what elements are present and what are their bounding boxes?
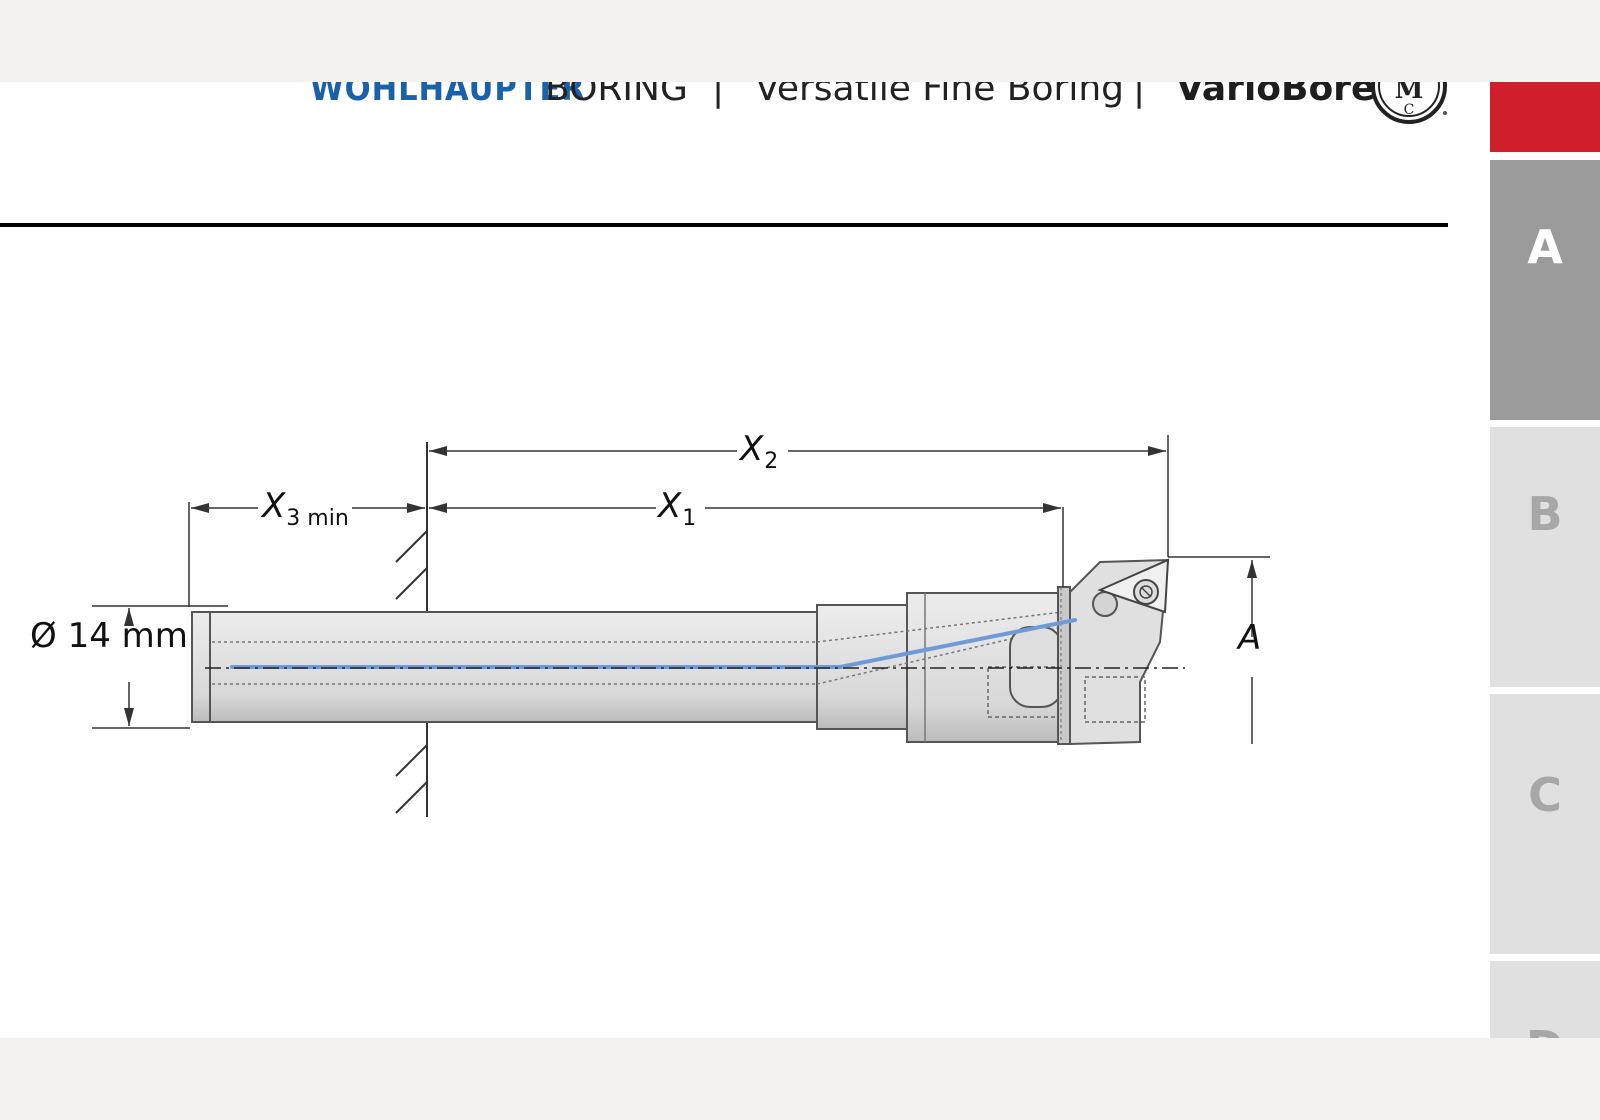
svg-text:M: M — [1395, 82, 1424, 105]
header-rule — [0, 223, 1448, 227]
boring-bar-drawing — [92, 435, 1270, 817]
page-header: WOHLHAUPTER BORING | Versatile Fine Bori… — [0, 82, 1480, 152]
tab-c-label: C — [1528, 768, 1562, 822]
dimension-lines — [124, 446, 1257, 744]
dimension-x2-subscript: 2 — [764, 449, 779, 474]
chapter-tabs: A B C D — [1490, 82, 1600, 1038]
tab-b[interactable]: B — [1490, 427, 1600, 687]
dimension-x3-subscript: 3 min — [286, 506, 349, 531]
section-title: BORING — [545, 82, 688, 109]
mcf-logo-icon: M C — [1371, 82, 1447, 124]
dimension-x1-subscript: 1 — [682, 506, 697, 531]
svg-text:C: C — [1404, 102, 1415, 118]
document-page: WOHLHAUPTER BORING | Versatile Fine Bori… — [0, 82, 1600, 1038]
dimension-x3-symbol: X — [262, 486, 286, 526]
dimension-x1-label: X1 — [658, 486, 696, 531]
header-separator: | — [712, 82, 725, 109]
tab-d-label: D — [1526, 1021, 1564, 1038]
tab-d[interactable]: D — [1490, 961, 1600, 1038]
tab-b-label: B — [1527, 487, 1563, 541]
extension-lines — [92, 435, 1270, 729]
dimension-x2-symbol: X — [740, 429, 764, 469]
dimension-x3-label: X3 min — [262, 486, 349, 531]
tab-a-label: A — [1527, 220, 1563, 274]
dimension-x2-label: X2 — [740, 429, 778, 474]
wall-section — [395, 442, 428, 817]
coolant-channel — [230, 618, 1077, 669]
cutting-head — [1057, 558, 1170, 746]
product-name: VarioBore — [1176, 82, 1376, 109]
tab-c[interactable]: C — [1490, 694, 1600, 954]
tab-a[interactable]: A — [1490, 160, 1600, 420]
subsection-title: Versatile Fine Boring — [755, 82, 1124, 109]
chapter-marker — [1490, 82, 1600, 152]
dimension-a-label: A — [1238, 618, 1262, 658]
diameter-label: Ø 14 mm — [30, 616, 188, 656]
header-separator: | — [1133, 82, 1146, 109]
dimension-x1-symbol: X — [658, 486, 682, 526]
brand-name: WOHLHAUPTER — [310, 82, 586, 109]
